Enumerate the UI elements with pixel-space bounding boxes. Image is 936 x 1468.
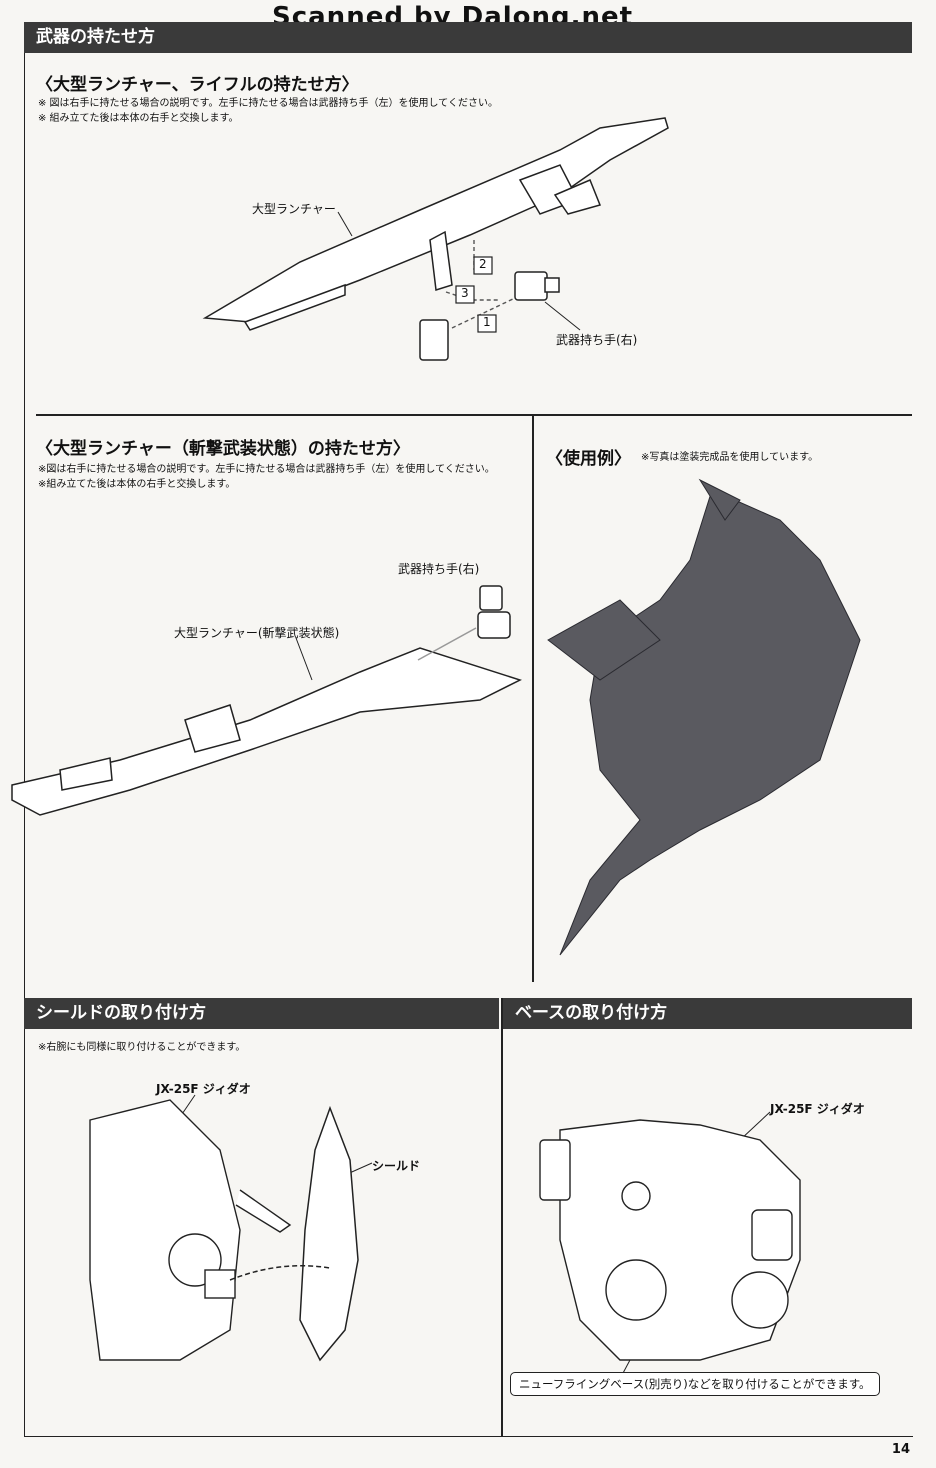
shield-attach-arrow	[229, 1264, 331, 1281]
label-large-launcher: 大型ランチャー	[252, 202, 336, 216]
section-bar-base: ベースの取り付け方	[503, 998, 912, 1029]
step-2: 2	[479, 257, 487, 271]
launcher-rifle-note-2: ※ 組み立てた後は本体の右手と交換します。	[38, 113, 239, 124]
slash-launcher-drawing	[11, 647, 522, 816]
divider-vertical-1	[532, 414, 534, 982]
launcher-slash-note-2: ※組み立てた後は本体の右手と交換します。	[38, 479, 236, 490]
launcher-rifle-heading: 〈大型ランチャー、ライフルの持たせ方〉	[36, 75, 359, 95]
step-boxes	[455, 256, 497, 333]
base-callout: ニューフライングベース(別売り)などを取り付けることができます。	[510, 1372, 880, 1396]
usage-photo	[547, 478, 861, 956]
example-heading: 〈使用例〉	[546, 449, 631, 469]
model-base-drawing	[539, 1119, 801, 1361]
section-bar-weapons: 武器の持たせ方	[24, 22, 912, 53]
page-frame	[24, 22, 913, 1437]
step-3: 3	[461, 286, 469, 300]
label-base-model: JX-25F ジィダオ	[770, 1102, 865, 1116]
large-launcher-drawing	[202, 117, 669, 331]
slash-arrow	[417, 627, 477, 661]
slash-hand-drawing	[477, 585, 511, 639]
launcher-rifle-note-1: ※ 図は右手に持たせる場合の説明です。左手に持たせる場合は武器持ち手（左）を使用…	[38, 98, 498, 109]
example-note: ※写真は塗装完成品を使用しています。	[641, 452, 819, 463]
label-slash-launcher: 大型ランチャー(斬撃武装状態)	[174, 626, 340, 640]
section-title-weapons: 武器の持たせ方	[36, 27, 155, 47]
step-1: 1	[483, 315, 491, 329]
launcher-slash-heading: 〈大型ランチャー（斬撃武装状態）の持たせ方〉	[36, 439, 410, 459]
weapon-hand-drawing	[419, 271, 560, 361]
divider-1	[36, 414, 912, 416]
shield-note: ※右腕にも同様に取り付けることができます。	[38, 1042, 246, 1053]
divider-vertical-2	[501, 998, 503, 1436]
label-shield-model: JX-25F ジィダオ	[156, 1082, 251, 1096]
model-arm-drawing	[89, 1099, 292, 1361]
label-shield: シールド	[372, 1159, 421, 1173]
shield-drawing	[299, 1105, 359, 1362]
section-bar-shield: シールドの取り付け方	[24, 998, 499, 1029]
page-number: 14	[891, 1442, 910, 1457]
launcher-slash-note-1: ※図は右手に持たせる場合の説明です。左手に持たせる場合は武器持ち手（左）を使用し…	[38, 464, 495, 475]
label-weapon-hand: 武器持ち手(右)	[556, 333, 638, 347]
section-title-base: ベースの取り付け方	[515, 1003, 668, 1023]
label-slash-hand: 武器持ち手(右)	[398, 562, 480, 576]
section-title-shield: シールドの取り付け方	[36, 1003, 206, 1023]
